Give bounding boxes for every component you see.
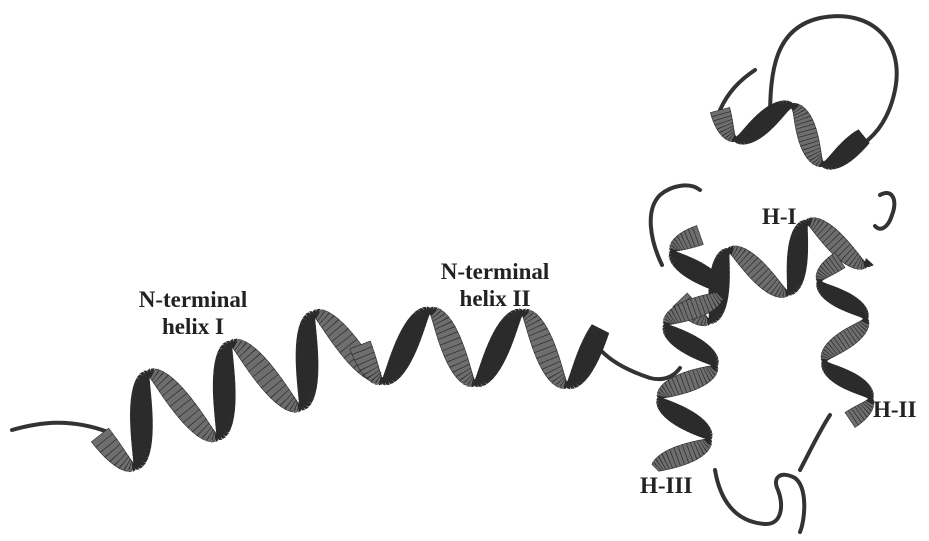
ribbon-segment [213, 377, 235, 384]
label-n-terminal-helix-2-line1: N-terminal [420, 258, 570, 285]
ribbon-segment [130, 406, 152, 413]
label-n-terminal-helix-2-line2: helix II [420, 285, 570, 312]
ribbon-segment [213, 397, 235, 404]
h-ii-helix-ribbon [816, 253, 874, 428]
label-n-terminal-helix-1-line2: helix I [118, 313, 268, 340]
n-terminal-helix-2-ribbon [350, 307, 609, 389]
ribbon-segment [130, 420, 152, 427]
label-h-iii: H-III [640, 472, 692, 499]
top-loop-coil [770, 16, 897, 150]
ribbon-segment [131, 434, 152, 441]
ribbon-segment [296, 368, 318, 375]
ribbon-segment [297, 374, 318, 381]
ribbon-segment [132, 440, 152, 447]
ribbon-segment [296, 361, 318, 368]
ribbon-segment [214, 404, 235, 411]
n-terminal-tail-coil [12, 423, 108, 432]
top-strand-ribbon [710, 101, 869, 170]
label-h-ii: H-II [873, 396, 916, 423]
ribbon-segment [214, 410, 234, 417]
ribbon-segment [297, 381, 317, 388]
ribbon-segment [296, 341, 317, 348]
right-hook-coil [875, 193, 894, 229]
bottom-right-coil [800, 415, 830, 470]
label-n-terminal-helix-1-line1: N-terminal [118, 286, 268, 313]
ribbon-segment [131, 400, 152, 407]
label-h-i: H-I [762, 203, 797, 230]
ribbon-segment [213, 370, 234, 377]
ribbon-segment [130, 413, 152, 420]
bottom-loop-coil [715, 470, 804, 532]
ribbon-segment [296, 347, 318, 354]
ribbon-segment [213, 383, 235, 390]
top-strand-coil [720, 70, 755, 110]
ribbon-segment [213, 390, 235, 397]
label-n-terminal-helix-2: N-terminal helix II [420, 258, 570, 312]
ribbon-segment [296, 354, 318, 361]
label-n-terminal-helix-1: N-terminal helix I [118, 286, 268, 340]
ribbon-segment [131, 427, 153, 434]
